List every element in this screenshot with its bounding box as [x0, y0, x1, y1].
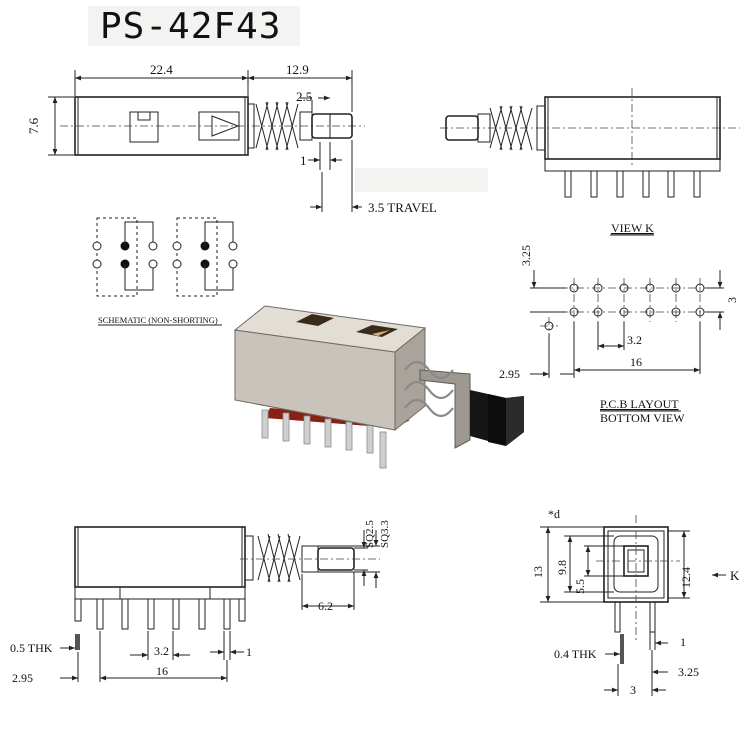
top-triangle [211, 115, 240, 137]
end-dim-thickness: 0.4 THK [554, 647, 597, 661]
side-dim-sq33: SQ3.3 [379, 520, 391, 548]
end-dim-offset: 3.25 [678, 665, 699, 679]
schematic-label: SCHEMATIC (NON-SHORTING) [98, 315, 218, 325]
side-dim-offset: 2.95 [12, 671, 33, 685]
schematic-switch-right [176, 217, 218, 297]
top-plunger [311, 113, 353, 139]
pcb-dim-row-pitch: 3.25 [519, 245, 533, 266]
end-dim-height: 13 [531, 566, 545, 578]
pcb-dim-span: 16 [630, 355, 642, 369]
pcb-label-line1: P.C.B LAYOUT [600, 397, 679, 411]
pcb-dim-row-gap: 3 [725, 297, 739, 303]
end-dim-right: 12.4 [679, 567, 693, 588]
viewk-spring [489, 105, 533, 151]
side-dim-span: 16 [156, 664, 168, 678]
top-spring [255, 101, 299, 151]
side-dim-pitch: 3.2 [154, 644, 169, 658]
travel-label-background [355, 168, 488, 192]
top-view: 22.4 12.9 7.6 2.5 1 3.5 TRAVEL [26, 62, 437, 215]
pcb-dim-offset: 2.95 [499, 367, 520, 381]
top-dim-body: 22.4 [150, 62, 173, 77]
schematic-switch-left [96, 217, 138, 297]
viewk-label: VIEW K [611, 221, 654, 235]
top-dim-offset: 1 [300, 153, 307, 168]
part-number-title: PS-42F43 [100, 6, 282, 47]
side-pins [96, 599, 231, 630]
top-dim-shaft: 2.5 [296, 89, 312, 104]
side-dim-plunger: 6.2 [318, 599, 333, 613]
pcb-dim-pin-pitch: 3.2 [627, 333, 642, 347]
top-dim-plunger: 12.9 [286, 62, 309, 77]
top-slot [129, 111, 159, 143]
viewk-pins [564, 171, 701, 198]
end-view: *d 13 9.8 5.5 [531, 507, 740, 697]
pcb-label-line2: BOTTOM VIEW [600, 411, 685, 425]
side-body [74, 526, 246, 588]
top-dim-travel: 3.5 TRAVEL [368, 200, 437, 215]
end-dim-width: 3 [630, 683, 636, 697]
end-dim-window: 9.8 [555, 560, 569, 575]
end-pins [614, 602, 656, 633]
viewk-plunger [445, 115, 479, 141]
product-illustration [233, 305, 524, 469]
pcb-layout: 3.25 3 3.2 16 2.95 P.C.B LAYOUT [499, 245, 739, 425]
end-dim-k: K [730, 568, 740, 583]
side-dim-edge: 1 [246, 645, 252, 659]
side-view: SQ2.5 SQ3.3 6.2 0.5 THK 3.2 1 [10, 520, 391, 685]
side-dim-thickness: 0.5 THK [10, 641, 53, 655]
side-dim-sq25: SQ2.5 [364, 520, 376, 548]
end-dim-edge: 1 [680, 635, 686, 649]
schematic: SCHEMATIC (NON-SHORTING) [92, 217, 238, 326]
top-dim-height: 7.6 [26, 117, 41, 134]
end-dim-window-inner: 5.5 [573, 579, 587, 594]
side-spring [257, 533, 301, 583]
end-note: *d [548, 507, 560, 521]
title-background [88, 6, 300, 46]
view-k: VIEW K [440, 88, 740, 236]
